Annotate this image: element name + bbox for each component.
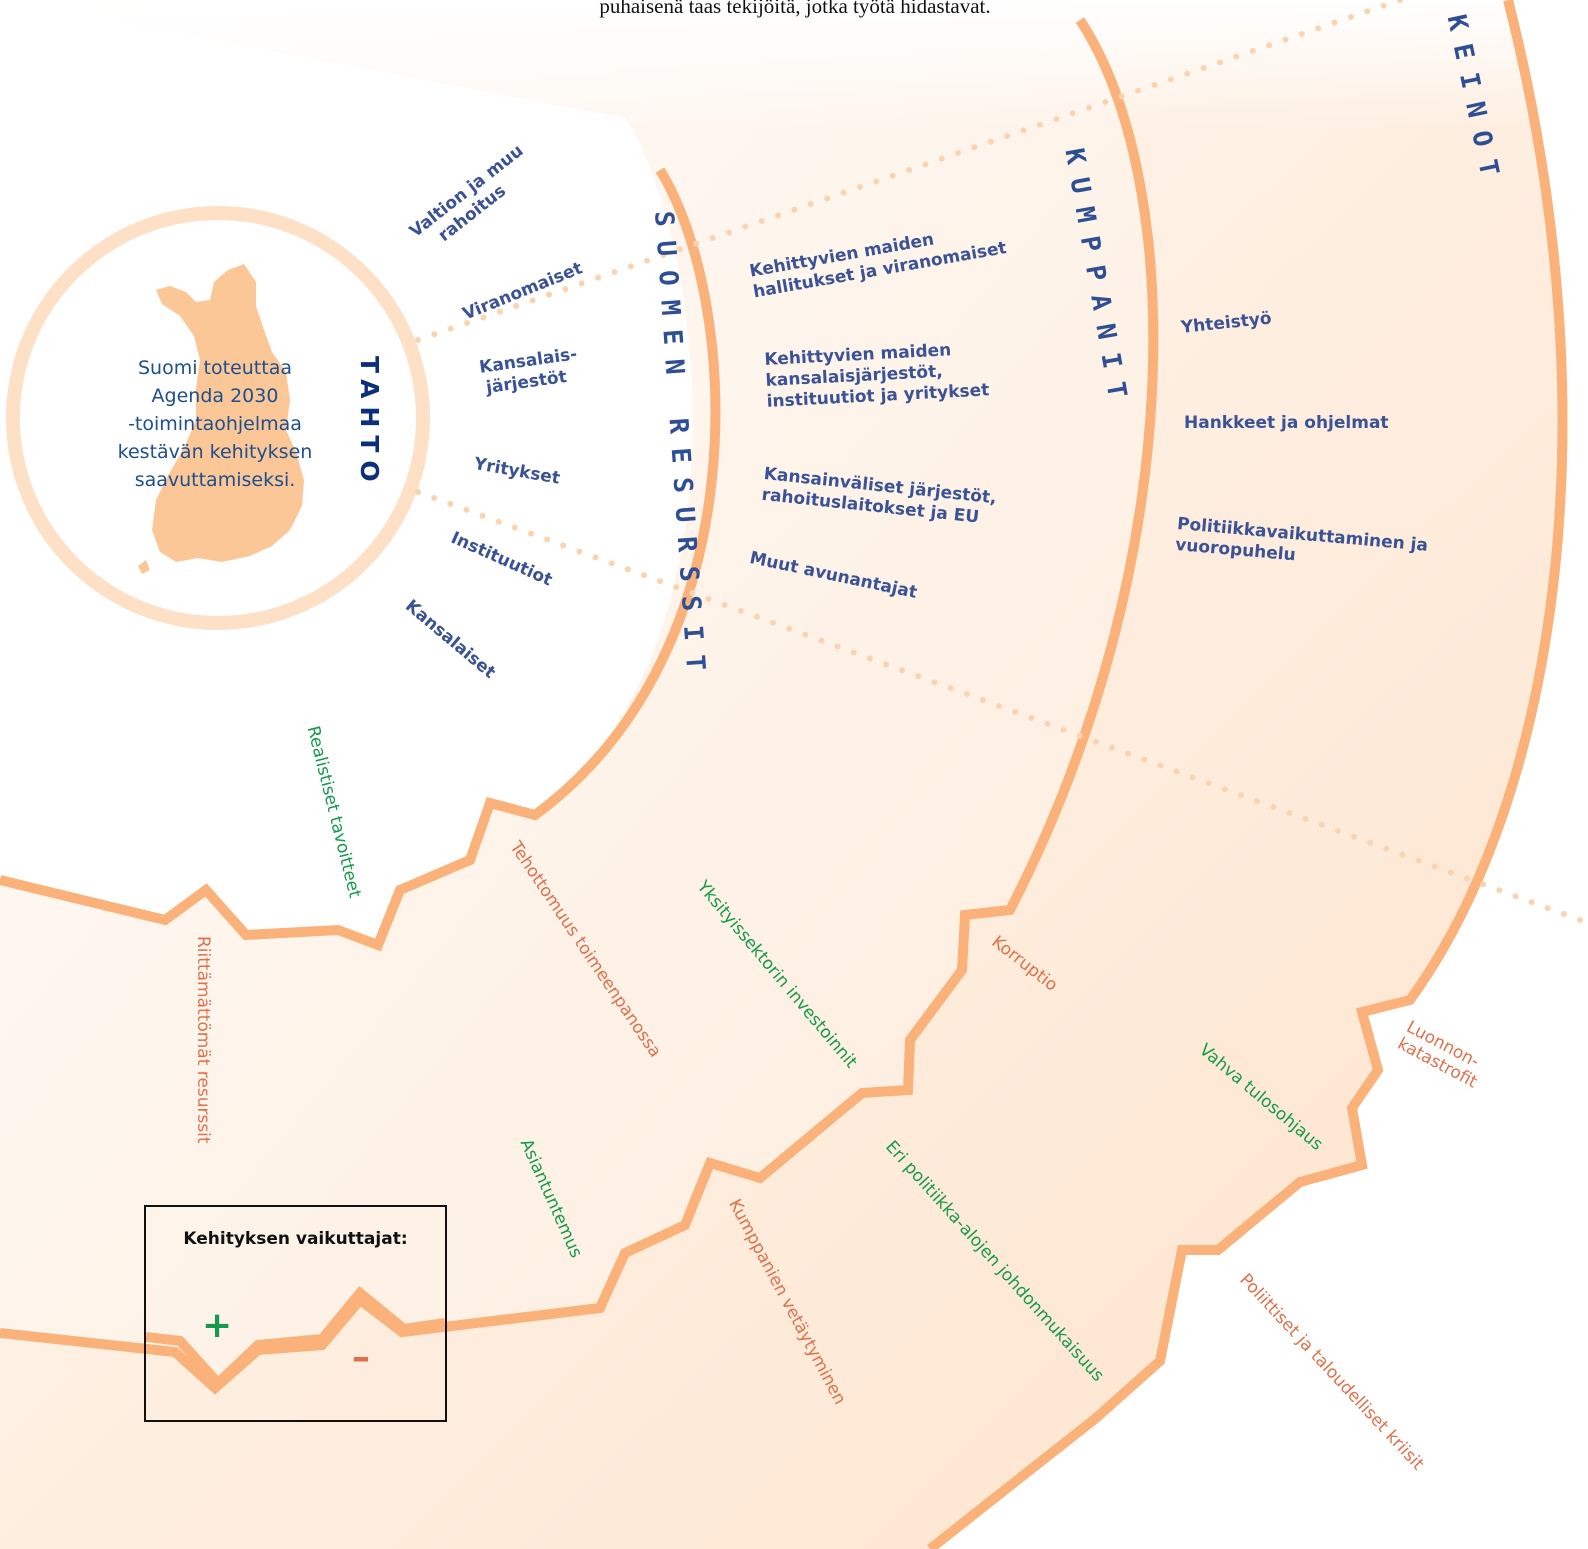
category-tahto: TAHTO (355, 356, 384, 490)
legend-box: Kehityksen vaikuttajat: + – (144, 1205, 447, 1422)
dotted-line-lower (415, 489, 1583, 923)
means-item: Hankkeet ja ohjelmat (1184, 413, 1389, 433)
finland-map-icon (138, 264, 304, 574)
negative-factor: Riittämättömät resurssit (193, 936, 213, 1144)
legend-ring-sample (146, 1285, 445, 1391)
legend-minus-icon: – (352, 1337, 370, 1378)
center-line: Agenda 2030 (151, 385, 279, 407)
intro-text: puhaisenä taas tekijöitä, jotka työtä hi… (599, 0, 991, 18)
center-line: saavuttamiseksi. (134, 469, 296, 491)
ring-keinot (926, 0, 1568, 1549)
center-statement: Suomi toteuttaa Agenda 2030 -toimintaohj… (100, 354, 330, 494)
legend-title: Kehityksen vaikuttajat: (183, 1229, 408, 1249)
ring-resurssit (0, 167, 721, 952)
ring-kumppanit (0, 17, 1159, 1395)
dotted-line-upper (415, 0, 1403, 343)
legend-plus-icon: + (202, 1305, 233, 1346)
center-line: Suomi toteuttaa (138, 357, 292, 379)
center-line: kestävän kehityksen (117, 441, 313, 463)
center-line: -toimintaohjelmaa (128, 413, 302, 435)
